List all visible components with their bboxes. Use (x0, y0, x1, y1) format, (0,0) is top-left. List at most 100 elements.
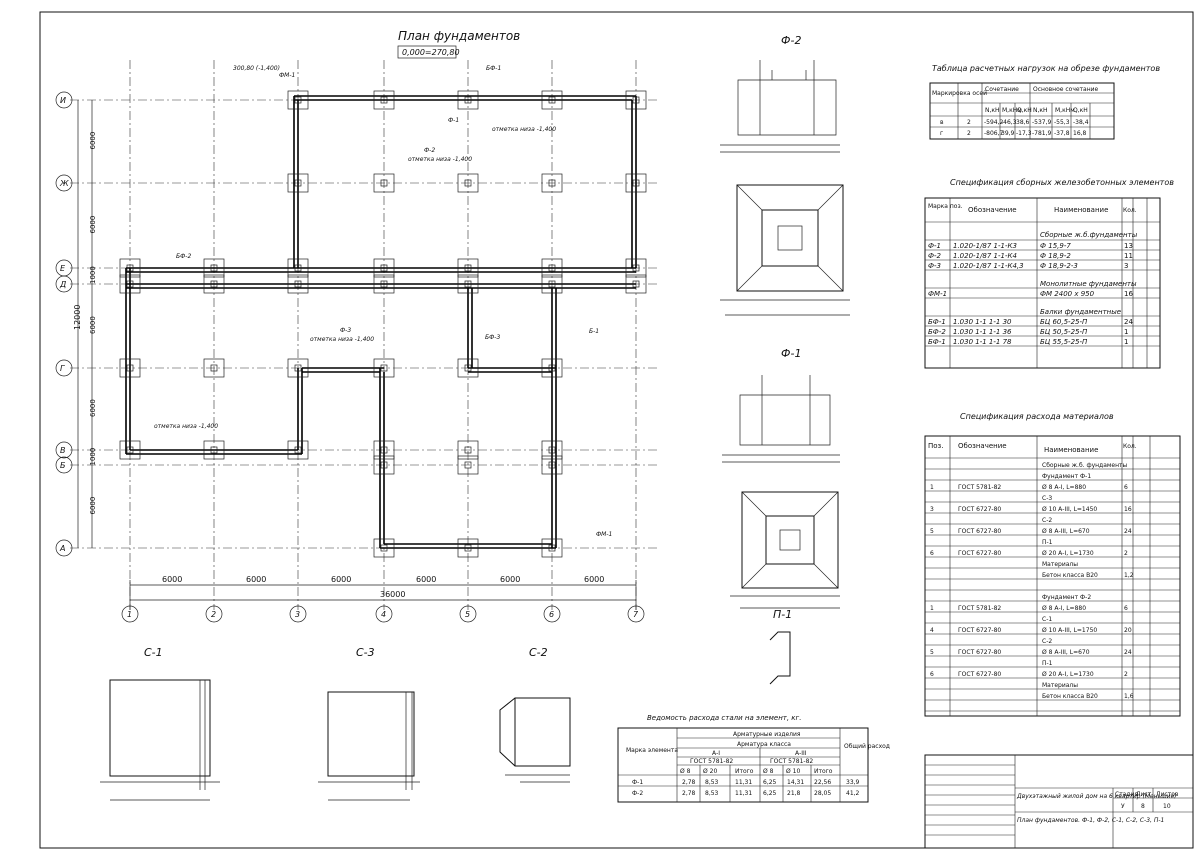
axis-letter: И (60, 96, 66, 105)
footing (373, 440, 395, 460)
mat-cell: Ø 10 А-III, L=1750 (1042, 627, 1097, 634)
section-f2: Ф-2 (720, 34, 850, 316)
dim-label: 6000 (416, 575, 436, 584)
mat-cell: 2 (1124, 550, 1128, 557)
mat-cell: ГОСТ 6727-80 (958, 506, 1001, 513)
spec-cell: ФМ 2400 х 950 (1040, 290, 1095, 298)
section-c3-title: С-3 (356, 646, 375, 659)
axis-letter: Е (60, 264, 66, 273)
steel-cell: 6,25 (763, 779, 777, 786)
footing (373, 358, 395, 378)
spec-group: Балки фундаментные (1040, 308, 1121, 316)
label-bm3: БФ-3 (485, 334, 500, 341)
column-socket (548, 280, 556, 288)
dim-label: 6000 (89, 316, 97, 334)
mat-cell: 5 (930, 649, 934, 656)
spec-cell: 1 (1124, 338, 1128, 346)
dim-label: 1000 (89, 266, 97, 284)
axis-bubble (627, 605, 645, 623)
steel-gost1: ГОСТ 5781-82 (690, 758, 733, 765)
loads-cell: -17,3 (1016, 130, 1032, 137)
dim-label: 6000 (89, 216, 97, 234)
loads-cell: -37,8 (1054, 130, 1070, 137)
mat-cell: 6 (1124, 605, 1128, 612)
plan-level: 0,000=270,80 (402, 48, 460, 57)
steel-gost2: ГОСТ 5781-82 (770, 758, 813, 765)
spec-cell: 24 (1124, 318, 1133, 326)
mat-cell: С-1 (1042, 616, 1052, 623)
loads-cell: в (940, 119, 944, 126)
loads-cell: -46,3 (1001, 119, 1017, 126)
spec-cell: Ф-1 (928, 242, 941, 250)
mat-h-desig: Обозначение (958, 442, 1007, 450)
steel-sub: Ø 20 (703, 768, 717, 775)
steel-cell: 28,05 (814, 790, 831, 797)
column-socket (464, 544, 472, 552)
loads-table-title: Таблица расчетных нагрузок на обрезе фун… (932, 64, 1160, 73)
column-socket (126, 264, 134, 272)
spec-cell: Ф-3 (928, 262, 941, 270)
column-socket (632, 179, 640, 187)
column-socket (548, 96, 556, 104)
axis-number: 6 (549, 610, 554, 619)
section-c3: С-3 (318, 646, 420, 801)
footing (203, 274, 225, 294)
footing (373, 538, 395, 558)
loads-cell: -781,9 (1032, 130, 1052, 137)
column-socket (126, 446, 134, 454)
steel-cell: 8,53 (705, 790, 719, 797)
footing (457, 440, 479, 460)
steel-mark: Марка элемента (626, 747, 678, 754)
footing (625, 274, 647, 294)
column-socket (294, 264, 302, 272)
axis-letter: Ж (59, 179, 69, 188)
axis-bubble (289, 605, 307, 623)
spec-cell: 16 (1124, 290, 1133, 298)
loads-sub: M,кНм (1002, 107, 1022, 114)
steel-cell: 2,78 (682, 779, 696, 786)
loads-sub: N,кН (1033, 107, 1048, 114)
column-socket (548, 264, 556, 272)
mat-cell: С-2 (1042, 638, 1052, 645)
column-socket (548, 544, 556, 552)
label-depth3: отметка низа -1,400 (310, 336, 374, 343)
footing (373, 274, 395, 294)
axis-letter: Д (59, 280, 66, 289)
column-socket (380, 461, 388, 469)
spec-cell: БЦ 60,5-25-П (1040, 318, 1088, 326)
axis-bubble (55, 359, 73, 377)
footing (457, 173, 479, 193)
axis-bubble (205, 605, 223, 623)
label-f1: Ф-1 (448, 117, 459, 124)
footing (541, 274, 563, 294)
footing (457, 90, 479, 110)
column-socket (210, 280, 218, 288)
section-f2-title: Ф-2 (781, 34, 801, 47)
loads-cell: 2 (967, 119, 971, 126)
column-socket (548, 364, 556, 372)
mat-cell: ГОСТ 6727-80 (958, 550, 1001, 557)
mat-cell: Бетон класса В20 (1042, 693, 1098, 700)
dim-label: 6000 (246, 575, 266, 584)
section-c1: С-1 (100, 646, 220, 801)
steel-h1: Арматурные изделия (733, 731, 801, 738)
steel-sub: Итого (735, 768, 754, 775)
loads-cell: -38,4 (1073, 119, 1089, 126)
steel-cell: 6,25 (763, 790, 777, 797)
mat-cell: 1,2 (1124, 572, 1134, 579)
plan-level-box (397, 45, 457, 59)
mat-cell: ГОСТ 6727-80 (958, 528, 1001, 535)
title-block: Двухэтажный жилой дом на 6 квартир (Мень… (924, 754, 1194, 849)
dim-label: 6000 (89, 497, 97, 515)
column-socket (380, 96, 388, 104)
steel-h2: Арматура класса (737, 741, 791, 748)
axis-letter: В (60, 446, 66, 455)
column-socket (210, 446, 218, 454)
footing (541, 455, 563, 475)
footing (287, 358, 309, 378)
footing (287, 173, 309, 193)
mat-cell: Ø 8 А-III, L=670 (1042, 528, 1090, 535)
footing (287, 258, 309, 278)
